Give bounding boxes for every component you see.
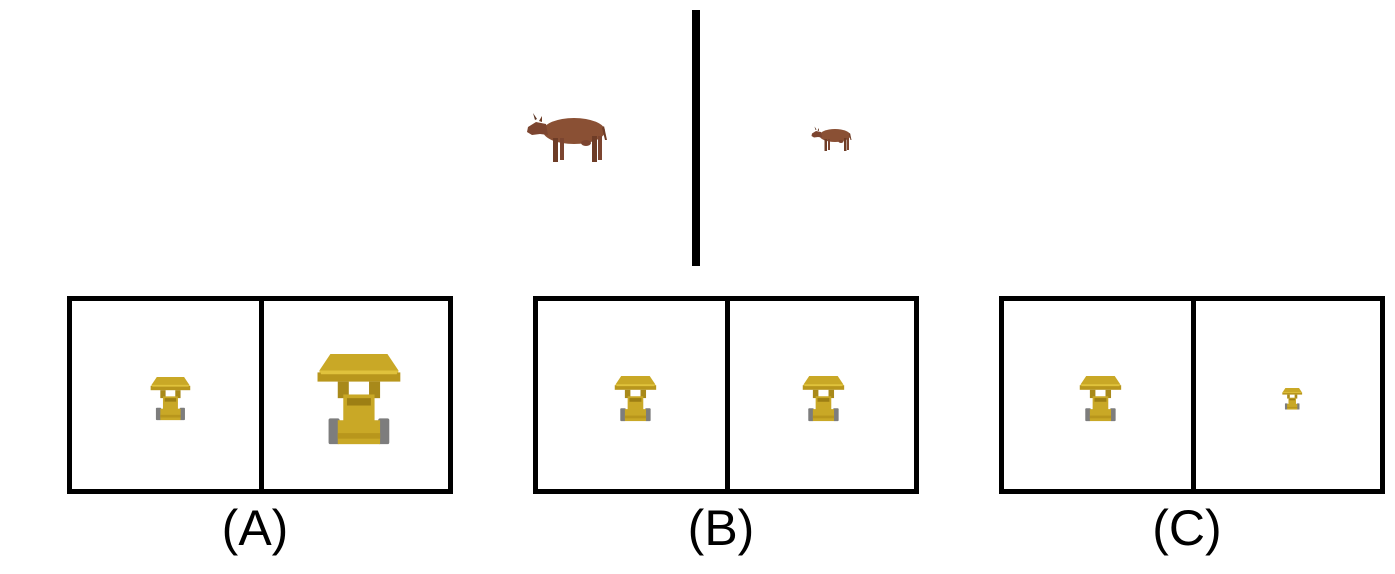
option-panel-c[interactable] (999, 296, 1385, 494)
dump-truck-icon (317, 354, 401, 445)
panel-divider (725, 301, 730, 489)
dump-truck-icon (614, 376, 657, 422)
panel-divider (259, 301, 264, 489)
dump-truck-icon (1282, 388, 1303, 410)
option-label-c: (C) (1152, 500, 1222, 556)
dump-truck-icon (1079, 376, 1122, 422)
option-label-a: (A) (221, 500, 289, 556)
cow-icon (527, 113, 607, 162)
cow-icon (811, 126, 852, 151)
option-panel-a[interactable] (67, 296, 453, 494)
dump-truck-icon (802, 376, 845, 422)
option-label-b: (B) (687, 500, 755, 556)
panel-divider (1191, 301, 1196, 489)
option-panel-b[interactable] (533, 296, 919, 494)
dump-truck-icon (150, 377, 191, 421)
reference-divider (692, 10, 700, 266)
